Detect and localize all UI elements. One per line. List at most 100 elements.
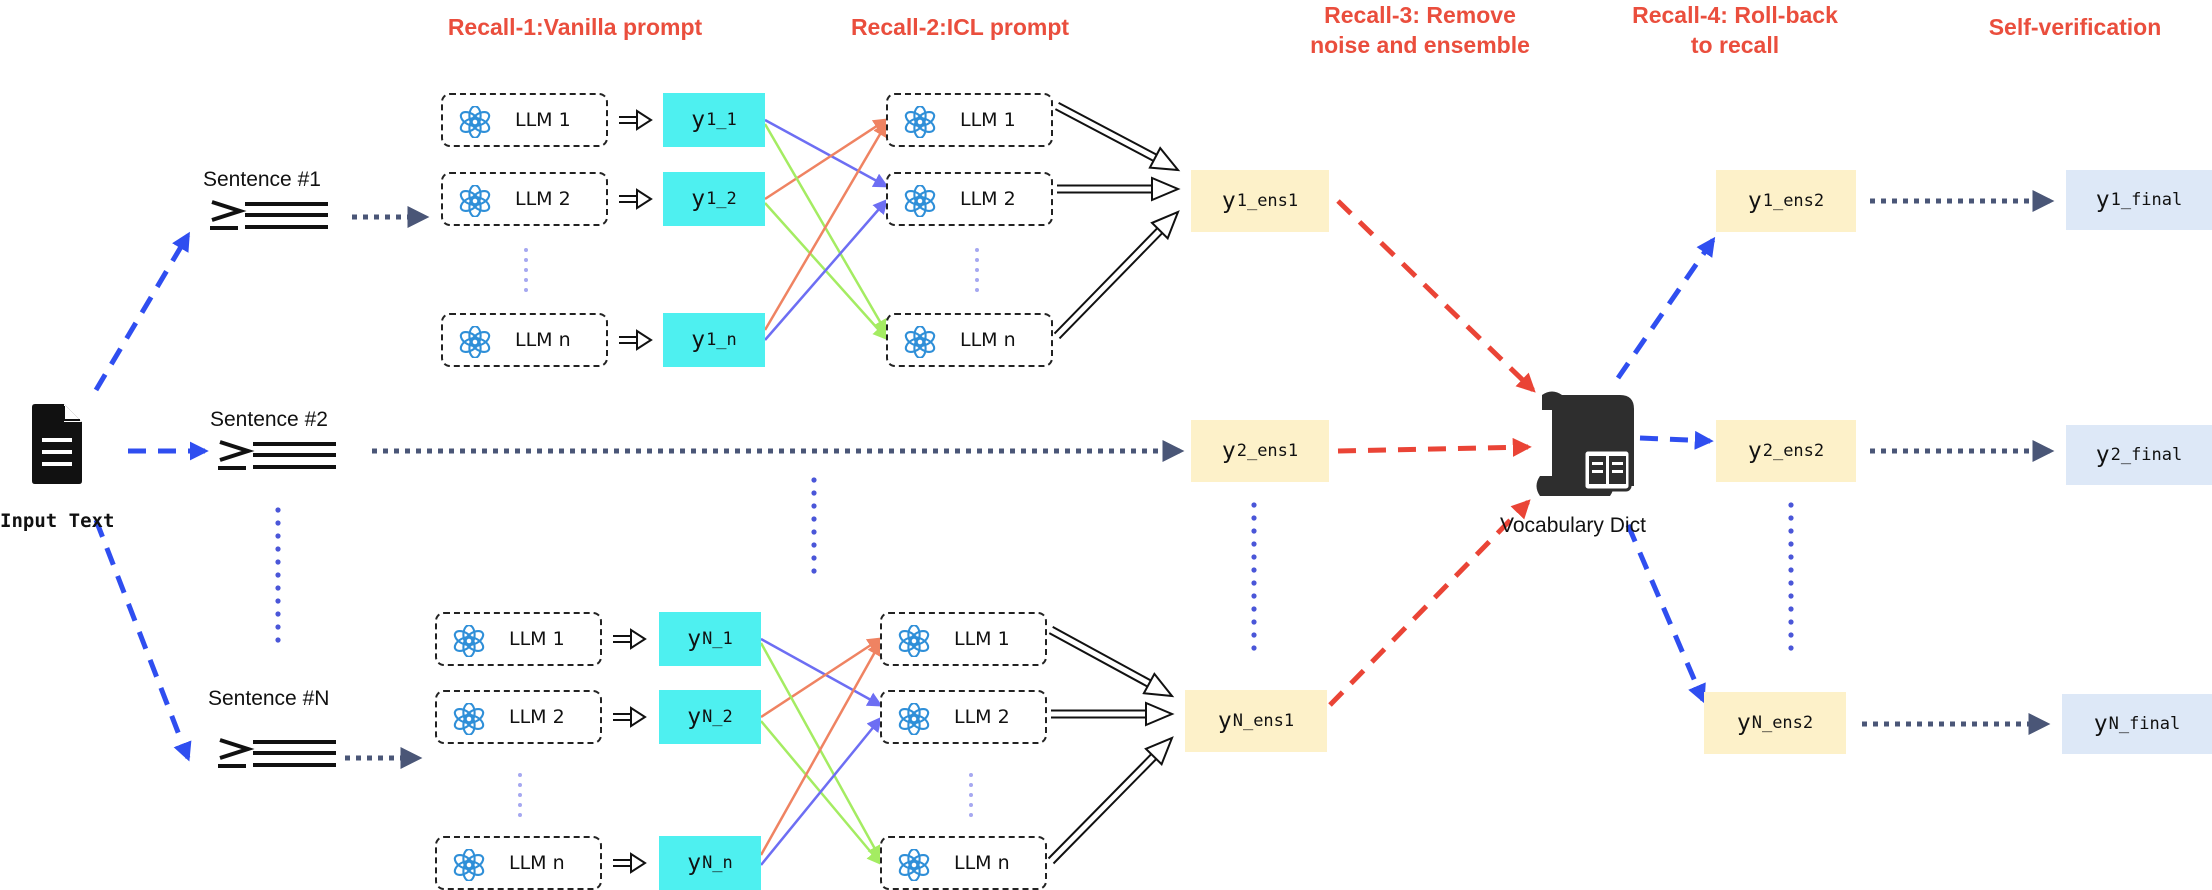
dot	[1788, 645, 1794, 651]
llm-label: LLM 1	[954, 628, 1010, 650]
chevron	[211, 200, 247, 222]
dot	[275, 546, 281, 552]
dot	[524, 248, 528, 252]
ens1-to-dict-arrow	[1336, 199, 1536, 393]
dot	[1788, 632, 1794, 638]
rollback-subscript: 1_ens2	[1762, 191, 1825, 211]
llm-label: LLM 2	[515, 188, 571, 210]
book-line	[1612, 462, 1623, 465]
final-subscript: 1_final	[2110, 190, 2183, 210]
dot	[811, 490, 817, 496]
dot	[275, 598, 281, 604]
llm-box: LLM 1	[880, 612, 1047, 666]
cross-arrow-red	[764, 118, 889, 201]
stage-title-recall-4: Recall-4: Roll-back to recall	[1595, 0, 1875, 60]
output-subscript: N_n	[702, 853, 733, 873]
rollback-symbol: y	[1747, 188, 1762, 214]
dot	[969, 803, 973, 807]
dot	[1788, 580, 1794, 586]
ellipsis-llm-bottom	[518, 773, 522, 817]
book-line	[1612, 470, 1623, 473]
dot	[275, 585, 281, 591]
llm-label: LLM 1	[960, 109, 1016, 131]
ellipsis-icl-top	[975, 248, 979, 292]
arrow-head	[636, 109, 653, 131]
arrow-head	[1150, 210, 1180, 241]
dot	[1251, 567, 1257, 573]
output-symbol: y	[691, 107, 706, 133]
openai-logo-icon	[904, 326, 936, 358]
stage-title-line: Recall-1:Vanilla prompt	[447, 14, 703, 40]
arrow-shaft	[1053, 227, 1164, 340]
cross-arrow-blue	[764, 118, 889, 188]
dot	[975, 258, 979, 262]
dot	[969, 813, 973, 817]
chevron	[219, 440, 255, 462]
sentence-icon-2	[218, 440, 336, 470]
dot	[811, 529, 817, 535]
llm-box: LLM 1	[435, 612, 602, 666]
openai-logo-icon	[904, 106, 936, 138]
dot	[518, 793, 522, 797]
llm-to-output-arrow	[619, 109, 653, 131]
dot	[969, 773, 973, 777]
stage-title-line: Recall-3: Remove	[1324, 2, 1516, 28]
llm-label: LLM n	[954, 852, 1010, 874]
final-symbol: y	[2095, 187, 2110, 213]
llm-to-output-arrow	[613, 706, 647, 728]
arrow-shaft	[613, 859, 631, 867]
openai-logo-icon	[453, 625, 485, 657]
stage-title-recall-3: Recall-3: Remove noise and ensemble	[1255, 0, 1585, 60]
arrow-head	[1148, 146, 1181, 172]
llm-box: LLM n	[880, 836, 1047, 890]
dot	[518, 803, 522, 807]
dot	[1251, 515, 1257, 521]
final-subscript: 2_final	[2110, 445, 2183, 465]
output-symbol: y	[691, 186, 706, 212]
ensemble-symbol: y	[1221, 438, 1236, 464]
sentence-icon-n	[218, 738, 336, 768]
arrow-head	[636, 188, 653, 210]
icl-to-ens1-arrow	[1051, 701, 1175, 727]
output-symbol: y	[687, 626, 702, 652]
llm-label: LLM 1	[509, 628, 565, 650]
cross-arrow-blue	[760, 716, 882, 866]
input-text-label: Input Text	[0, 510, 115, 532]
arrow-head	[1151, 176, 1181, 202]
ensemble-subscript: 1_ens1	[1236, 191, 1299, 211]
dict-to-ens2-arrow	[1615, 236, 1716, 380]
arrow-head	[1145, 701, 1175, 727]
icl-to-ens1-arrow	[1057, 176, 1181, 202]
dot	[811, 477, 817, 483]
vocabulary-dict-label: Vocabulary Dict	[1500, 514, 1646, 537]
logo-petal	[898, 630, 919, 646]
logo-petal	[904, 331, 925, 347]
dot	[275, 572, 281, 578]
arrow-shaft	[619, 195, 637, 203]
logo-petal	[904, 111, 925, 127]
output-subscript: 1_n	[706, 330, 737, 350]
dot	[524, 268, 528, 272]
rollback-subscript: 2_ens2	[1762, 441, 1825, 461]
dot	[275, 624, 281, 630]
final-symbol: y	[2093, 711, 2108, 737]
dot	[275, 533, 281, 539]
llm-box: LLM 1	[886, 93, 1053, 147]
dot	[975, 288, 979, 292]
logo-petal	[453, 708, 474, 724]
vocabulary-dict-icon	[1536, 391, 1634, 496]
book-line	[1592, 470, 1603, 473]
dot	[1788, 593, 1794, 599]
dict-to-ens2-arrow	[1639, 430, 1714, 450]
dot	[275, 611, 281, 617]
arrow-shaft	[619, 116, 637, 124]
ellipsis-sentences	[275, 507, 281, 643]
